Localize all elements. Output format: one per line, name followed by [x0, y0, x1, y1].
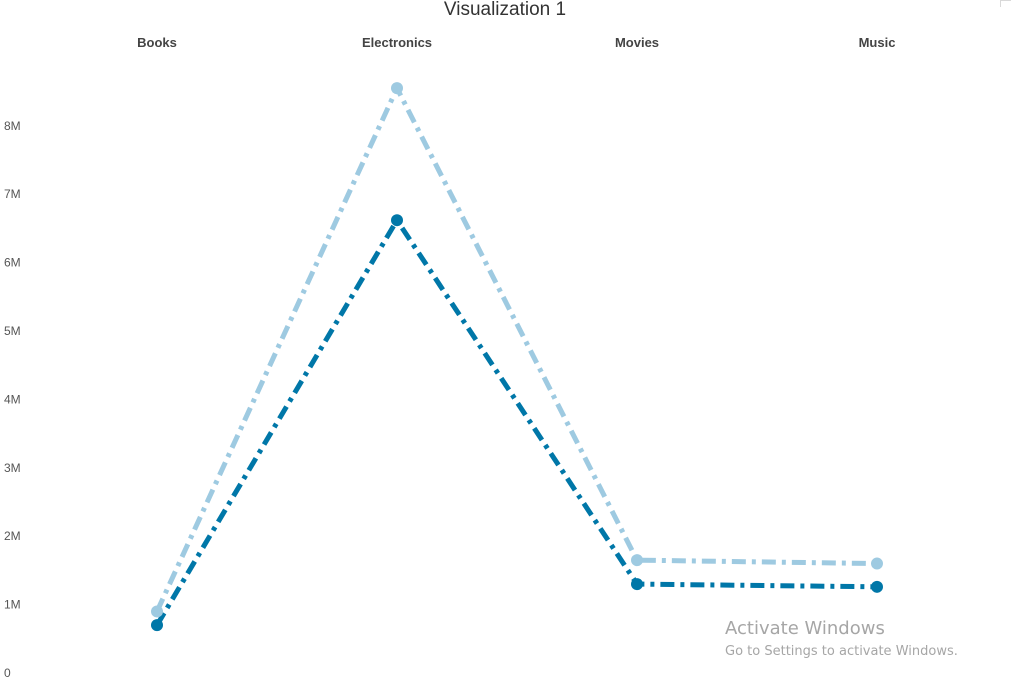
data-point-s1-1[interactable] — [151, 605, 163, 618]
y-tick-label: 7M — [4, 187, 21, 201]
data-point-s1-3[interactable] — [631, 554, 643, 567]
data-point-s1-4[interactable] — [871, 557, 883, 570]
series-lines — [154, 85, 878, 627]
y-tick-label: 0 — [4, 666, 11, 677]
category-label: Electronics — [362, 35, 432, 50]
y-tick-label: 2M — [4, 529, 21, 543]
series-points — [151, 82, 883, 632]
y-axis-ticks: 0 1M 2M 3M 4M 5M 6M 7M 8M — [4, 119, 21, 677]
category-label: Music — [859, 35, 896, 50]
series-line-2 — [154, 217, 878, 627]
data-point-s1-2[interactable] — [391, 82, 403, 95]
data-point-s2-2[interactable] — [391, 214, 403, 227]
y-tick-label: 5M — [4, 324, 21, 338]
data-point-s2-4[interactable] — [871, 580, 883, 593]
y-tick-label: 4M — [4, 392, 21, 406]
category-labels: Books Electronics Movies Music — [137, 35, 895, 50]
chart-title: Visualization 1 — [444, 0, 566, 20]
y-tick-label: 8M — [4, 119, 21, 133]
y-tick-label: 6M — [4, 256, 21, 270]
data-point-s2-1[interactable] — [151, 619, 163, 632]
series-line-1 — [154, 85, 878, 613]
y-tick-label: 1M — [4, 598, 21, 612]
window-edge-mark — [1000, 0, 1011, 7]
data-point-s2-3[interactable] — [631, 578, 643, 591]
category-label: Books — [137, 35, 177, 50]
y-tick-label: 3M — [4, 461, 21, 475]
category-label: Movies — [615, 35, 659, 50]
